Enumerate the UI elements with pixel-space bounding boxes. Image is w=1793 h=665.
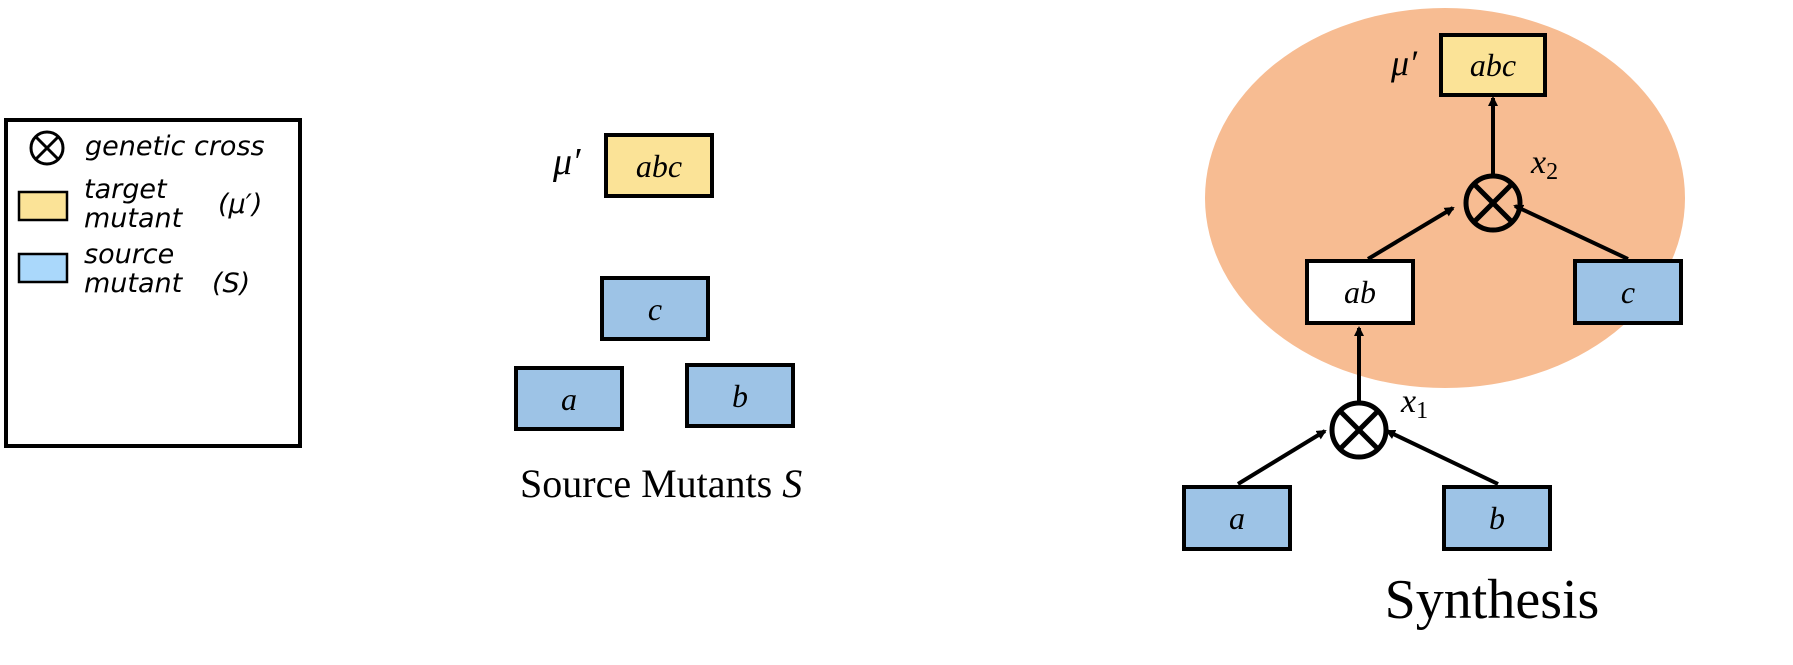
source-panel: μ′ abc c a b Source Mutants S <box>514 133 802 506</box>
synthesis-box-b-label: b <box>1489 500 1505 536</box>
synthesis-box-a-label: a <box>1229 500 1245 536</box>
legend-target-symbol: (μ′) <box>218 189 262 220</box>
arrow-b-to-cross1 <box>1385 429 1499 486</box>
synthesis-panel: μ′ abc x2 ab c x1 a b Synthesis <box>1182 8 1685 631</box>
legend-source-label-line2: mutant <box>84 268 184 299</box>
legend-cross-icon <box>29 130 65 166</box>
source-box-b <box>685 363 795 428</box>
legend-cross-label: genetic cross <box>85 131 265 162</box>
legend-source-swatch <box>17 252 69 284</box>
synthesis-target-box <box>1439 33 1547 97</box>
legend-target-label-line2: mutant <box>84 203 184 234</box>
cross2-icon <box>1463 173 1523 233</box>
legend-source-label-line1: source <box>84 239 174 270</box>
cross1-icon <box>1329 400 1389 460</box>
source-box-c <box>600 276 710 341</box>
arrow-c-to-cross2 <box>1513 204 1629 261</box>
legend: genetic cross target mutant (μ′) source … <box>4 118 302 448</box>
synthesis-box-ab <box>1305 259 1415 325</box>
synthesis-box-c <box>1573 259 1683 325</box>
arrow-ab-to-cross2 <box>1366 206 1455 261</box>
source-box-b-label: b <box>732 378 748 414</box>
legend-target-swatch <box>17 190 69 222</box>
synthesis-box-ab-label: ab <box>1344 274 1376 310</box>
cross1-label: x1 <box>1400 383 1428 424</box>
arrow-a-to-cross1 <box>1236 429 1327 486</box>
legend-source-symbol: (S) <box>212 268 250 299</box>
source-caption: Source Mutants S <box>520 461 802 506</box>
legend-target-label-line1: target <box>84 174 168 205</box>
synthesis-target-box-label: abc <box>1470 47 1516 83</box>
synthesis-box-a <box>1182 485 1292 551</box>
source-target-box <box>604 133 714 198</box>
synthesis-caption: Synthesis <box>1385 569 1600 631</box>
synthesis-box-b <box>1442 485 1552 551</box>
source-target-symbol: μ′ <box>552 141 581 183</box>
source-box-a <box>514 366 624 431</box>
synthesis-target-symbol: μ′ <box>1390 43 1418 83</box>
source-target-box-label: abc <box>636 148 682 184</box>
cross2-label: x2 <box>1530 144 1558 185</box>
synthesis-box-c-label: c <box>1621 274 1635 310</box>
source-box-c-label: c <box>648 291 662 327</box>
source-box-a-label: a <box>561 381 577 417</box>
